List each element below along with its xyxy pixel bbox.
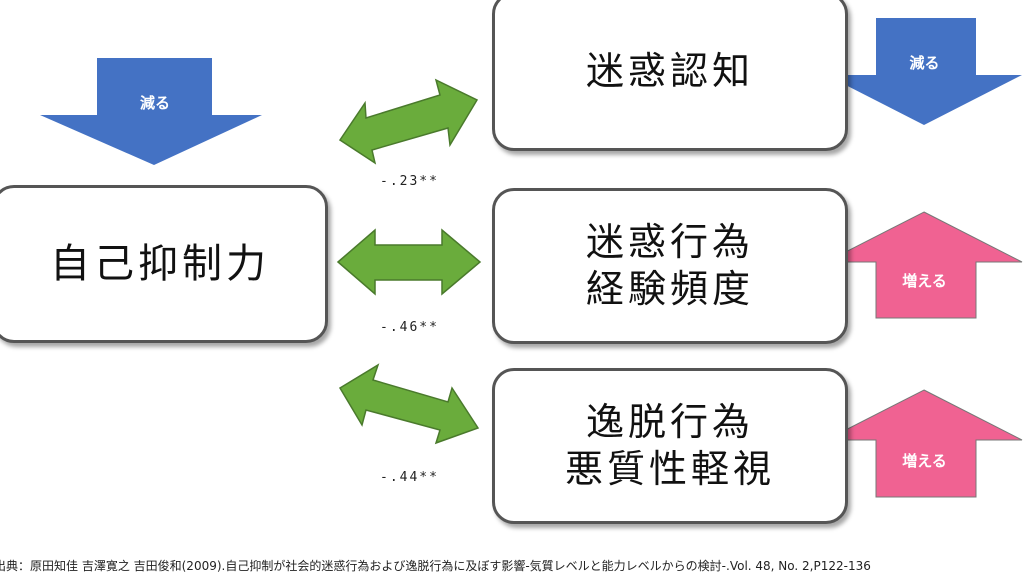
coef-2: -.46** xyxy=(380,320,439,335)
increase-arrow-middle xyxy=(825,211,1023,319)
increase-arrow-bottom xyxy=(825,389,1023,498)
decrease-arrow-top-right xyxy=(826,18,1022,125)
left-arrow-label: 減る xyxy=(139,94,170,112)
deviant-behavior-box: 逸脱行為 悪質性軽視 xyxy=(492,368,848,524)
middle-arrow-label: 増える xyxy=(902,272,947,290)
bottom-arrow-label: 増える xyxy=(902,452,947,470)
double-arrow-1 xyxy=(338,78,479,165)
box-text: 迷惑認知 xyxy=(585,48,754,93)
coef-3: -.44** xyxy=(380,470,439,485)
double-arrow-2 xyxy=(336,228,482,296)
box-text: 経験頻度 xyxy=(585,267,754,311)
nuisance-behavior-box: 迷惑行為 経験頻度 xyxy=(492,188,848,344)
box-text: 悪質性軽視 xyxy=(564,447,775,491)
box-text: 迷惑行為 xyxy=(585,219,754,264)
self-control-box: 自己抑制力 xyxy=(0,185,328,343)
coef-1: -.23** xyxy=(380,174,439,189)
decrease-arrow-left xyxy=(40,58,262,165)
nuisance-cognition-box: 迷惑認知 xyxy=(492,0,848,151)
double-arrow-3 xyxy=(338,363,480,445)
top-right-arrow-label: 減る xyxy=(909,54,940,72)
source-citation: 出典：原田知佳 吉澤寛之 吉田俊和(2009).自己抑制が社会的迷惑行為および逸… xyxy=(0,559,871,573)
self-control-label: 自己抑制力 xyxy=(50,241,270,287)
box-text: 逸脱行為 xyxy=(585,399,754,444)
